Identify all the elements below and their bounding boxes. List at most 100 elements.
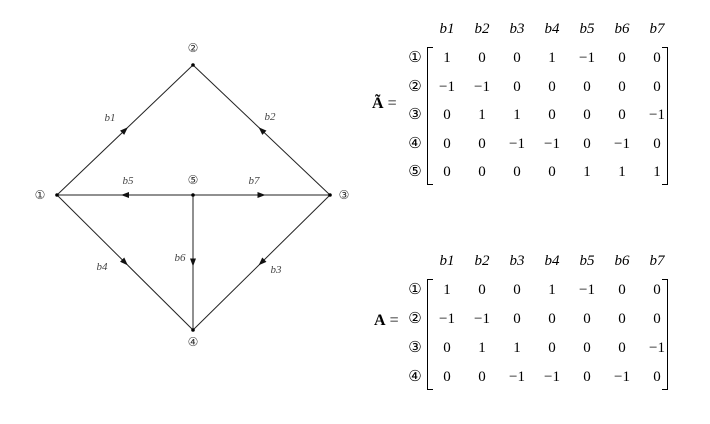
matrix-bracket-left [427, 47, 433, 185]
node-n4 [191, 328, 195, 332]
matrix-cell: 1 [443, 282, 451, 298]
matrix-bracket-right [662, 279, 668, 390]
matrix-cell: 0 [548, 164, 556, 180]
matrix-cell: 0 [478, 164, 486, 180]
matrix-cell: 0 [548, 340, 556, 356]
matrix-cell: 0 [653, 135, 661, 152]
matrix-cell: 0 [443, 340, 451, 356]
edge-label-b6: b6 [175, 252, 187, 264]
edge-label-b1: b1 [105, 112, 116, 124]
arrow-b2 [258, 127, 267, 135]
matrix-cell: −1 [474, 78, 490, 95]
row-header: ② [408, 76, 422, 95]
matrix-cell: 1 [513, 107, 521, 123]
matrix-cell: −1 [439, 311, 455, 327]
matrix-cell: −1 [474, 311, 490, 327]
matrix-cell: −1 [579, 282, 595, 298]
column-header-b4: b4 [544, 253, 560, 269]
node-label-n4: ④ [188, 335, 199, 349]
column-header-b6: b6 [614, 21, 630, 37]
matrix-cell: 0 [443, 164, 451, 180]
edge-label-b3: b3 [271, 264, 283, 276]
column-header-b5: b5 [579, 253, 595, 269]
matrix-cell: 1 [618, 164, 626, 180]
matrix-cell: 0 [478, 135, 486, 152]
matrix-cell: 0 [513, 282, 521, 298]
matrix-cell: 1 [653, 164, 661, 180]
arrow-b6 [190, 258, 196, 267]
edge-label-b4: b4 [97, 261, 109, 273]
row-header: ⑤ [408, 162, 422, 180]
matrix-cell: −1 [544, 369, 560, 385]
matrix-cell: 1 [583, 164, 591, 180]
column-header-b1: b1 [439, 21, 455, 37]
matrix-cell: −1 [544, 135, 560, 152]
column-header-b2: b2 [474, 21, 490, 37]
matrix-cell: 0 [443, 369, 451, 385]
matrix-cell: 1 [443, 50, 451, 66]
matrix-name-0: Ã = [372, 95, 397, 113]
column-header-b3: b3 [509, 21, 525, 37]
matrix-cell: 0 [618, 50, 626, 66]
edge-label-b2: b2 [265, 111, 277, 123]
matrix-cell: 0 [513, 164, 521, 180]
matrix-cell: 1 [478, 107, 486, 123]
node-label-n2: ② [188, 41, 199, 55]
matrix-cell: 1 [548, 50, 556, 66]
edge-label-b7: b7 [249, 175, 261, 187]
matrix-cell: 1 [548, 282, 556, 298]
matrix-cell: 0 [653, 50, 661, 66]
column-header-b3: b3 [509, 253, 525, 269]
matrix-cell: 0 [653, 282, 661, 298]
row-header: ③ [408, 105, 422, 123]
matrix-cell: −1 [649, 107, 665, 123]
node-n2 [191, 63, 195, 67]
column-header-b7: b7 [649, 253, 665, 269]
arrow-b3 [258, 257, 267, 266]
matrix-cell: 1 [478, 340, 486, 356]
matrix-cell: −1 [614, 135, 630, 152]
node-label-n1: ① [35, 188, 46, 202]
matrix-cell: 0 [548, 78, 556, 95]
column-header-b5: b5 [579, 21, 595, 37]
row-header: ① [408, 280, 422, 298]
matrix-cell: −1 [614, 369, 630, 385]
matrix-cell: −1 [579, 50, 595, 66]
matrix-cell: −1 [649, 340, 665, 356]
node-label-n3: ③ [339, 188, 350, 202]
matrix-cell: 0 [443, 107, 451, 123]
row-header: ④ [408, 367, 422, 385]
edge-label-b5: b5 [123, 175, 135, 187]
matrix-cell: 1 [513, 340, 521, 356]
column-header-b1: b1 [439, 253, 455, 269]
matrix-cell: 0 [583, 369, 591, 385]
arrow-b1 [120, 127, 128, 135]
equals-sign: = [383, 95, 397, 112]
matrix-cell: 0 [443, 135, 451, 152]
node-n5 [191, 193, 195, 197]
matrix-cell: 0 [653, 369, 661, 385]
column-header-b4: b4 [544, 21, 560, 37]
matrix-cell: 0 [618, 311, 626, 327]
matrix-symbol: Ã [372, 95, 384, 112]
matrix-cell: 0 [653, 311, 661, 327]
row-header: ③ [408, 338, 422, 356]
matrix-bracket-left [427, 279, 433, 390]
matrix-name-1: A = [374, 312, 399, 330]
arrow-b5 [121, 192, 129, 198]
row-header: ④ [408, 133, 422, 152]
matrix-cell: 0 [583, 78, 591, 95]
matrix-cell: −1 [509, 135, 525, 152]
row-header: ② [408, 309, 422, 327]
equals-sign: = [385, 312, 399, 329]
matrix-cell: 0 [548, 311, 556, 327]
matrix-cell: 0 [618, 282, 626, 298]
matrix-cell: 0 [583, 311, 591, 327]
column-header-b2: b2 [474, 253, 490, 269]
matrix-cell: 0 [478, 369, 486, 385]
arrow-b4 [120, 257, 128, 266]
matrix-cell: 0 [618, 78, 626, 95]
matrix-cell: 0 [653, 78, 661, 95]
matrix-cell: 0 [548, 107, 556, 123]
